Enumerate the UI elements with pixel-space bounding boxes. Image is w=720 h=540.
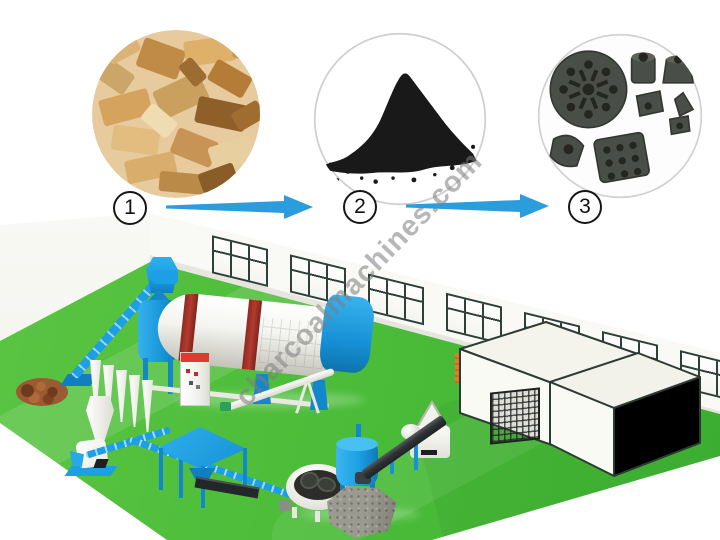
- control-cabinet: [180, 352, 210, 406]
- wood-log-pile: [16, 378, 68, 406]
- wood-chips-photo: [92, 30, 260, 198]
- window: [212, 235, 268, 287]
- wood-chips-art: [92, 30, 260, 198]
- mesh-cage: [490, 387, 540, 445]
- mill-leg: [315, 511, 320, 522]
- charcoal-powder-photo: [313, 32, 487, 206]
- belt-conveyor-leg: [390, 458, 394, 474]
- wood-crusher: [64, 438, 118, 480]
- bin-leg: [159, 448, 163, 490]
- tank-leg: [168, 358, 173, 394]
- belt-conveyor-leg: [414, 440, 418, 470]
- press-outlet: [421, 450, 437, 455]
- crusher-chute: [70, 451, 84, 467]
- bin-top: [155, 426, 247, 470]
- crusher-base: [64, 466, 118, 476]
- charcoal-briquettes-photo: [537, 33, 703, 199]
- screw-conveyor-motor: [220, 402, 231, 411]
- arrow-step1-to-step2: [166, 195, 313, 219]
- cyclone-pipe: [103, 365, 114, 417]
- batching-bin: [155, 420, 260, 512]
- bin-leg: [243, 448, 247, 488]
- cyclone-pipe: [129, 375, 140, 427]
- arrow-step2-to-step3: [406, 194, 549, 218]
- bin-leg: [179, 458, 183, 498]
- mill-leg: [292, 507, 297, 518]
- mill-motor: [279, 500, 291, 511]
- mixer-pipe: [356, 424, 361, 440]
- drum-pipe: [152, 270, 178, 284]
- cyclone-pipe: [90, 360, 101, 412]
- cyclone-pipe: [142, 380, 153, 432]
- charcoal-powder-art: [313, 32, 487, 206]
- cyclone-pipe-row: [90, 360, 162, 440]
- cyclone-pipe: [116, 370, 127, 422]
- step-3-badge: 3: [568, 190, 602, 224]
- drying-room-2-front: [549, 381, 615, 477]
- drum-lattice: [258, 316, 328, 370]
- drying-rooms: [459, 321, 701, 477]
- tank-leg: [143, 358, 148, 394]
- step-1-badge: 1: [113, 191, 147, 225]
- drum-end-housing: [318, 293, 376, 375]
- charcoal-briquettes-art: [537, 33, 703, 199]
- step-2-badge: 2: [343, 190, 377, 224]
